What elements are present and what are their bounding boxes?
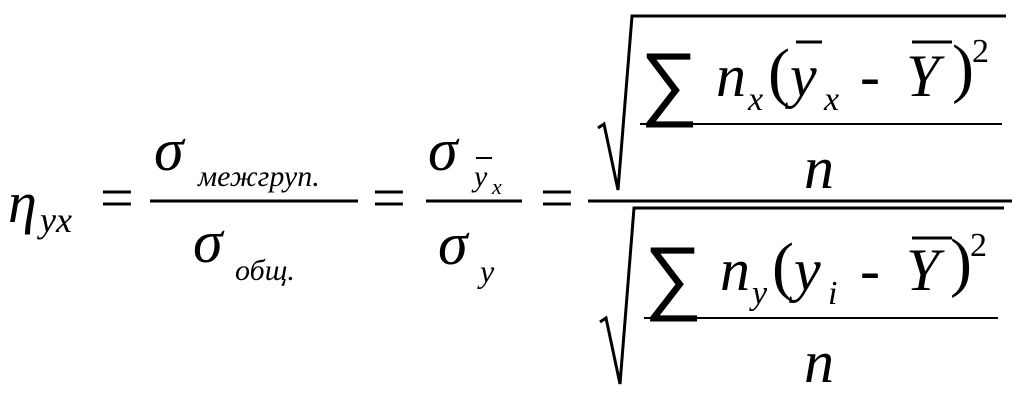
grand-mean-top: Y	[906, 43, 945, 109]
sigma-total: σ	[193, 209, 225, 275]
sum-sign-top: ∑	[640, 37, 698, 128]
sigma-between-groups: σ	[154, 117, 186, 183]
sqrt-sign-top	[597, 14, 1006, 191]
eta-subscript: yx	[37, 200, 72, 240]
subscript-x: x	[491, 174, 502, 199]
y-bottom: y	[788, 237, 821, 303]
subscript-total: общ.	[235, 254, 295, 287]
power-bottom: 2	[970, 227, 987, 264]
rparen-top: )	[952, 32, 974, 105]
divisor-top: n	[804, 135, 834, 201]
subscript-y: y	[477, 253, 495, 289]
n-sub-top: x	[747, 81, 763, 118]
sum-sign-bottom: ∑	[644, 231, 702, 322]
rparen-bottom: )	[950, 226, 972, 299]
y-top: y	[784, 43, 817, 109]
sigma-y: σ	[438, 211, 470, 277]
grand-mean-bottom: Y	[906, 237, 945, 303]
n-sub-bottom: y	[749, 275, 768, 312]
minus-bottom: -	[860, 237, 880, 303]
minus-top: -	[860, 43, 880, 109]
y-sub-bottom: i	[828, 275, 837, 312]
equals-sign-3: =	[540, 165, 574, 231]
subscript-between-groups: межгруп.	[197, 160, 320, 193]
sqrt-sign-bottom	[599, 206, 1004, 385]
divisor-bottom: n	[804, 329, 834, 395]
subscript-y-bar: y	[471, 160, 488, 193]
y-sub-top: x	[823, 81, 839, 118]
lparen-top: (	[768, 36, 790, 109]
lparen-bottom: (	[772, 230, 794, 303]
eta-symbol: η	[8, 170, 37, 235]
power-top: 2	[972, 33, 989, 70]
n-top: n	[716, 43, 746, 109]
equals-sign-1: =	[100, 165, 134, 231]
n-bottom: n	[720, 237, 750, 303]
equals-sign-2: =	[372, 165, 406, 231]
sigma-group-means: σ	[428, 117, 460, 183]
